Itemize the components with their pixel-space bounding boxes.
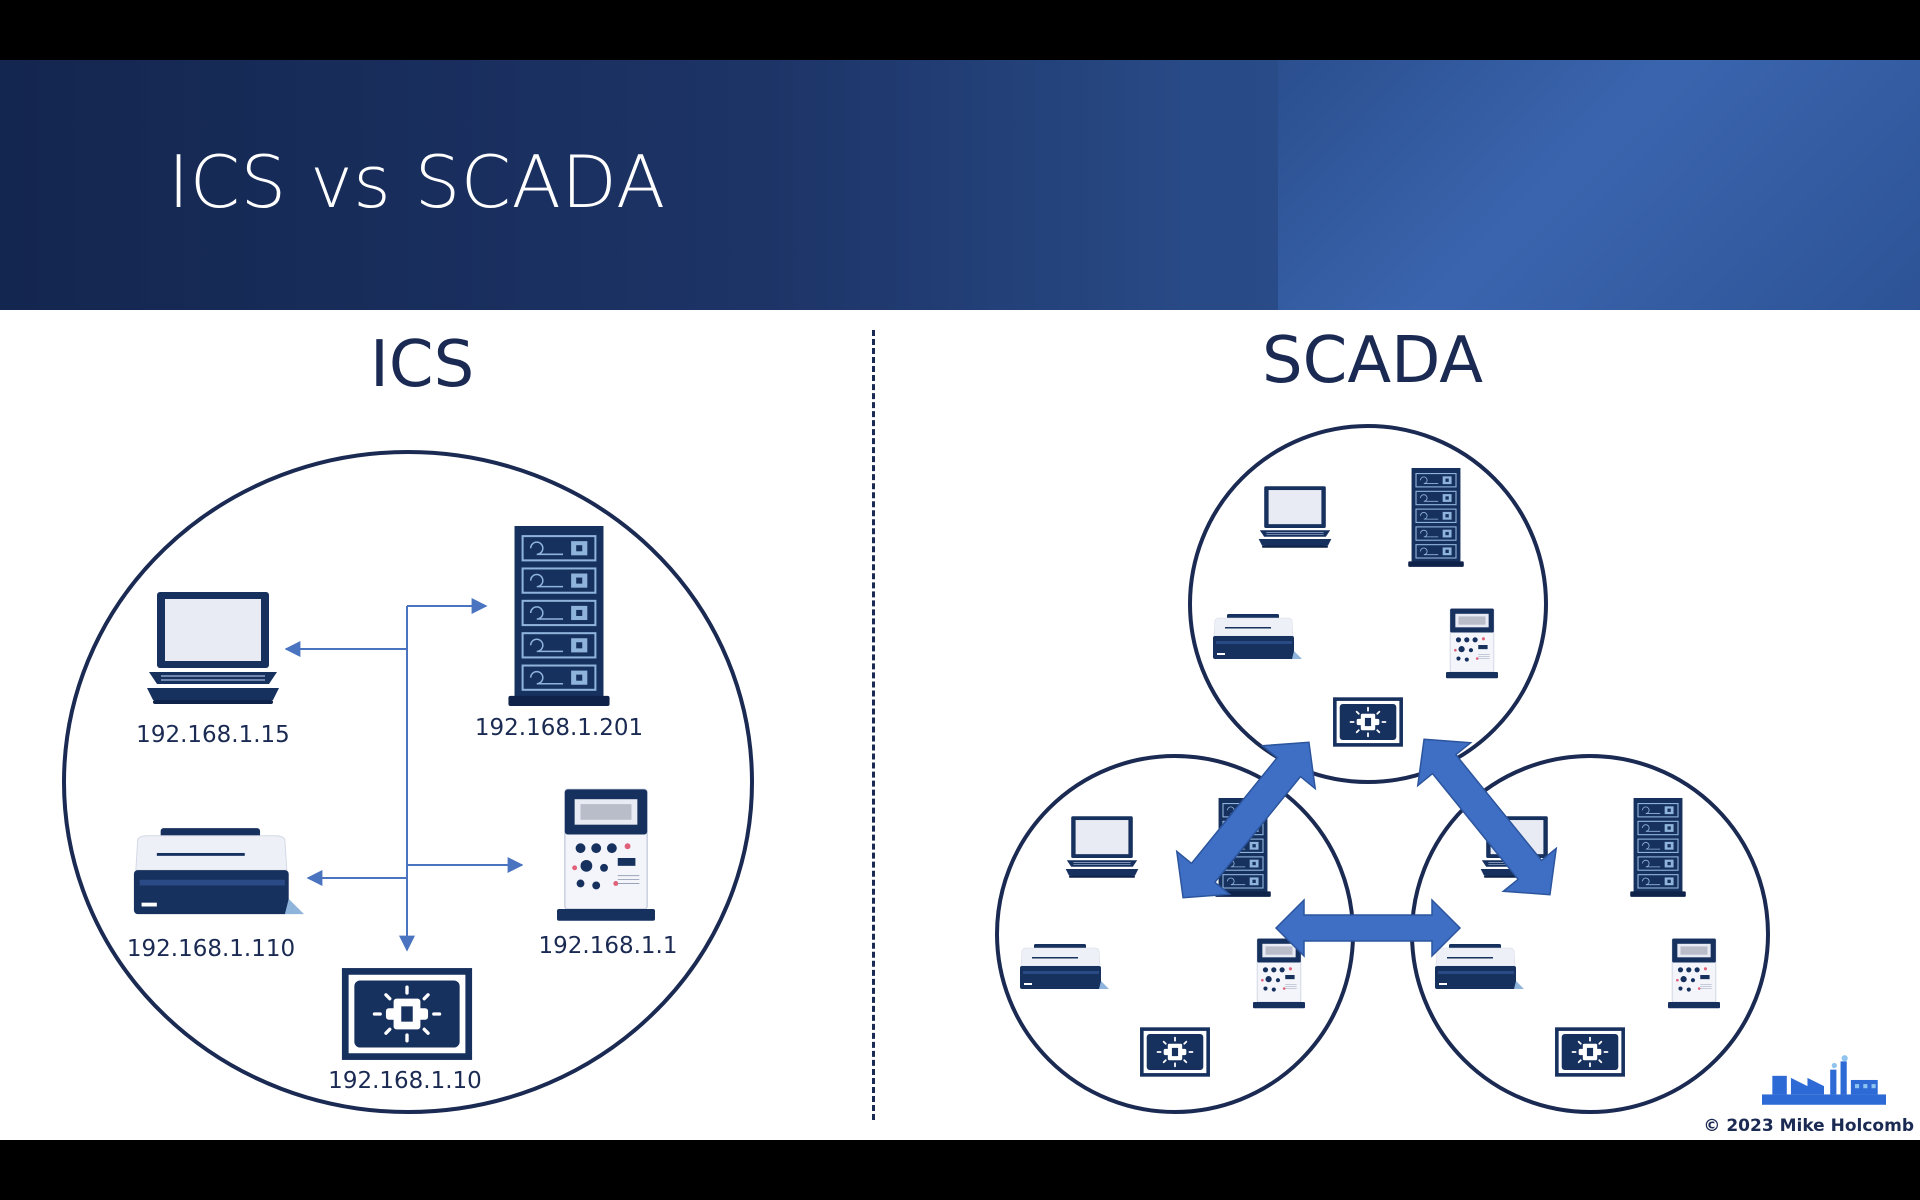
ip-hmi: 192.168.1.10 [328, 1068, 482, 1094]
controller-icon [557, 788, 655, 922]
ip-controller: 192.168.1.1 [538, 933, 678, 959]
ics-heading: ICS [370, 328, 475, 402]
server-rack-icon [508, 526, 610, 707]
scada-heading: SCADA [1262, 324, 1484, 398]
link-top-bottom-right [1416, 738, 1558, 896]
letterbox-bottom [0, 1140, 1920, 1200]
printer-icon [133, 827, 304, 915]
hmi-panel-icon [340, 966, 474, 1062]
slide-content: ICS SCADA [0, 310, 1920, 1140]
network-diagram [62, 310, 1886, 1114]
factory-logo-icon [1762, 1055, 1886, 1105]
ip-laptop: 192.168.1.15 [136, 722, 290, 748]
scada-site-top [1190, 426, 1546, 782]
link-top-bottom-left [1175, 741, 1317, 899]
ip-server: 192.168.1.201 [474, 715, 644, 741]
slide-title: ICS vs SCADA [168, 140, 666, 224]
ip-printer: 192.168.1.110 [126, 936, 296, 962]
link-bottom-left-bottom-right [1274, 898, 1462, 958]
scada-links [1175, 738, 1558, 958]
header-accent-panel [1278, 60, 1920, 310]
letterbox-top [0, 0, 1920, 60]
copyright: © 2023 Mike Holcomb [1703, 1116, 1914, 1136]
scada-network [997, 426, 1768, 1112]
ics-network [62, 450, 754, 1114]
slide-header: ICS vs SCADA [0, 60, 1920, 310]
ics-connections [284, 598, 524, 952]
section-divider [872, 330, 875, 1120]
